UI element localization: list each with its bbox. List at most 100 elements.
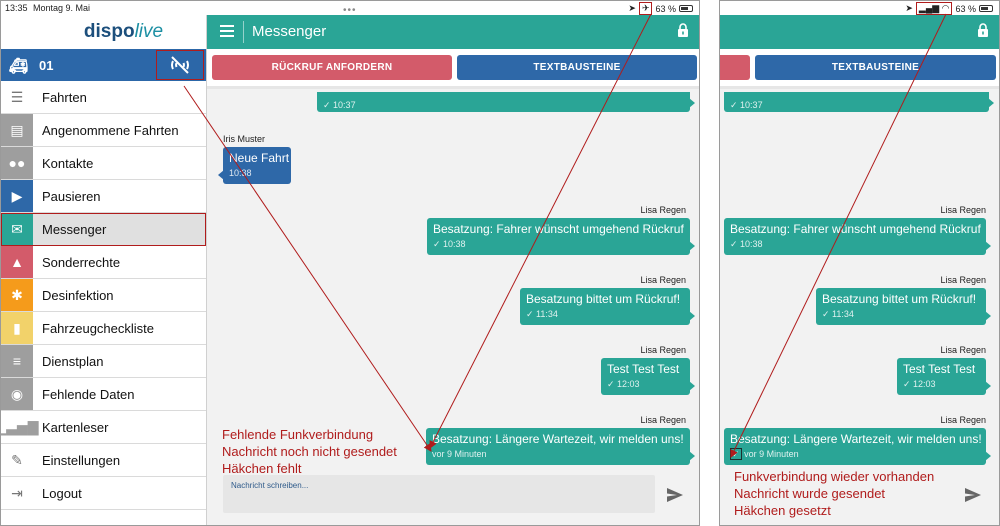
no-signal-icon[interactable]: [156, 50, 204, 80]
sidebar-item-label: Dienstplan: [42, 353, 104, 369]
multitask-dots: •••: [343, 5, 357, 16]
sidebar-item-dienstplan[interactable]: ≡ Dienstplan: [1, 345, 206, 378]
sidebar-item-label: Fahrzeugcheckliste: [42, 320, 154, 336]
sidebar-item-sonderrechte[interactable]: ▲Sonderrechte: [1, 246, 206, 279]
sidebar-item-label: Messenger: [42, 221, 107, 237]
sidebar-item-logout[interactable]: ⇥ Logout: [1, 477, 206, 510]
message-text: Test Test Test: [607, 362, 680, 376]
chat-area[interactable]: ✓ 10:37 Lisa Regen Besatzung: Fahrer wün…: [720, 92, 999, 525]
sidebar-item-pausieren[interactable]: ▶Pausieren: [1, 180, 206, 213]
sidebar-item-fehlende-daten[interactable]: ◉ Fehlende Daten: [1, 378, 206, 411]
message-input-placeholder: Nachricht schreiben...: [231, 481, 309, 490]
sidebar-item-messenger[interactable]: ✉Messenger: [1, 213, 206, 246]
app-header: Messenger: [207, 15, 699, 49]
ambulance-icon: 🚑︎: [9, 58, 29, 75]
bug-icon: ✱: [1, 279, 33, 311]
message-bubble-incoming: Neue Fahrt 10:38: [218, 147, 291, 184]
status-time: 13:35: [5, 3, 28, 13]
request-callback-button[interactable]: RÜCKRUF ANFORDERN: [212, 55, 452, 80]
sidebar-item-fahrten[interactable]: ☰ Fahrten: [1, 81, 206, 114]
vehicle-unit-bar[interactable]: 🚑︎ 01: [1, 49, 206, 81]
send-icon[interactable]: [667, 488, 683, 502]
message-sender: Lisa Regen: [940, 205, 986, 215]
text-templates-button[interactable]: TEXTBAUSTEINE: [457, 55, 697, 80]
status-right: ➤ ✈ 63 %: [628, 2, 693, 15]
nav-list: ☰ Fahrten ▤Angenommene Fahrten●● Kontakte ▶P…: [1, 81, 206, 510]
sidebar-item-angenommene-fahrten[interactable]: ▤Angenommene Fahrten: [1, 114, 206, 147]
annotation-offline: Fehlende Funkverbindung Nachricht noch n…: [222, 427, 397, 476]
location-icon: ➤: [905, 3, 913, 13]
status-bar: 13:35 Montag 9. Mai ••• ➤ ✈ 63 %: [1, 1, 699, 16]
sidebar-item-label: Kontakte: [42, 155, 94, 171]
action-row: TEXTBAUSTEINE: [720, 49, 999, 89]
list-check-icon: ☰: [1, 81, 33, 113]
message-sender: Lisa Regen: [940, 275, 986, 285]
message-time: ✓ 11:34: [822, 309, 854, 319]
sidebar-item-kartenleser[interactable]: ▁▃▅▇Kartenleser: [1, 411, 206, 444]
tablet-screen-online: ➤ ▂▄▆ ◠ 63 % TEXTBAUSTEINE ✓ 10:37 Lisa …: [719, 0, 1000, 526]
sidebar-item-label: Logout: [42, 485, 82, 501]
message-text: Besatzung: Längere Wartezeit, wir melden…: [432, 432, 684, 446]
users-icon: ●●: [1, 147, 33, 179]
message-time: ✓ 10:37: [730, 100, 763, 110]
message-time: ✓ 11:34: [526, 309, 558, 319]
message-time: ✓ 10:37: [323, 100, 356, 110]
messenger-panel-right: TEXTBAUSTEINE ✓ 10:37 Lisa Regen Besatzu…: [720, 15, 999, 525]
message-text: Besatzung: Fahrer wünscht umgehend Rückr…: [730, 222, 981, 236]
message-bubble-outgoing: Besatzung: Fahrer wünscht umgehend Rückr…: [724, 218, 991, 255]
logout-icon: ⇥: [1, 477, 33, 509]
message-bubble-outgoing: Test Test Test ✓ 12:03: [601, 358, 695, 395]
message-text: Test Test Test: [903, 362, 976, 376]
message-time: 10:38: [229, 168, 252, 178]
message-time: ✓ 12:03: [903, 379, 936, 389]
message-bubble-pending: Besatzung: Längere Wartezeit, wir melden…: [426, 428, 695, 465]
message-input[interactable]: Nachricht schreiben...: [223, 475, 655, 513]
battery-icon: [979, 5, 993, 12]
text-templates-button[interactable]: TEXTBAUSTEINE: [755, 55, 996, 80]
lock-icon[interactable]: [677, 23, 689, 37]
location-icon: ➤: [628, 3, 636, 13]
hamburger-menu-icon[interactable]: [220, 25, 234, 37]
message-bubble-outgoing: Test Test Test ✓ 12:03: [897, 358, 991, 395]
sidebar-item-desinfektion[interactable]: ✱ Desinfektion: [1, 279, 206, 312]
sidebar-item-label: Einstellungen: [42, 452, 121, 468]
message-time: ✓ 10:38: [730, 239, 763, 249]
status-right: ➤ ▂▄▆ ◠ 63 %: [905, 2, 993, 15]
list-icon: ≡: [1, 345, 33, 377]
sidebar-item-label: Kartenleser: [42, 419, 109, 435]
message-bubble-sent: Besatzung: Längere Wartezeit, wir melden…: [724, 428, 991, 465]
request-callback-button[interactable]: [720, 55, 750, 80]
bell-icon: ▲: [1, 246, 33, 278]
battery-percent: 63 %: [955, 3, 976, 14]
message-bubble-outgoing: Besatzung bittet um Rückruf! ✓ 11:34: [816, 288, 991, 325]
database-icon: ◉: [1, 378, 33, 410]
action-row: RÜCKRUF ANFORDERN TEXTBAUSTEINE: [207, 49, 699, 89]
message-sender: Lisa Regen: [640, 205, 686, 215]
status-date: Montag 9. Mai: [33, 3, 91, 13]
app-header: [720, 15, 999, 49]
sidebar-item-label: Pausieren: [42, 188, 101, 204]
page-title: Messenger: [252, 23, 327, 40]
message-text: Besatzung: Fahrer wünscht umgehend Rückr…: [433, 222, 684, 236]
message-bubble-partial: ✓ 10:37: [317, 92, 695, 112]
sidebar-item-label: Fahrten: [42, 89, 87, 105]
battery-percent: 63 %: [655, 3, 676, 14]
sidebar-item-kontakte[interactable]: ●● Kontakte: [1, 147, 206, 180]
message-text: Neue Fahrt: [229, 151, 290, 165]
message-bubble-outgoing: Besatzung bittet um Rückruf! ✓ 11:34: [520, 288, 695, 325]
sidebar-item-label: Desinfektion: [42, 287, 114, 303]
message-text: Besatzung bittet um Rückruf!: [822, 292, 977, 306]
send-icon[interactable]: [965, 488, 981, 502]
message-time: vor 9 Minuten: [432, 449, 487, 459]
message-sender: Lisa Regen: [640, 275, 686, 285]
lock-icon[interactable]: [977, 23, 989, 37]
sidebar-item-label: Fehlende Daten: [42, 386, 135, 402]
message-sender: Lisa Regen: [940, 415, 986, 425]
message-bubble-partial: ✓ 10:37: [724, 92, 994, 112]
message-time: ✓ 10:38: [433, 239, 466, 249]
sidebar-item-einstellungen[interactable]: ✎Einstellungen: [1, 444, 206, 477]
sidebar-item-fahrzeugcheckliste[interactable]: ▮Fahrzeugcheckliste: [1, 312, 206, 345]
